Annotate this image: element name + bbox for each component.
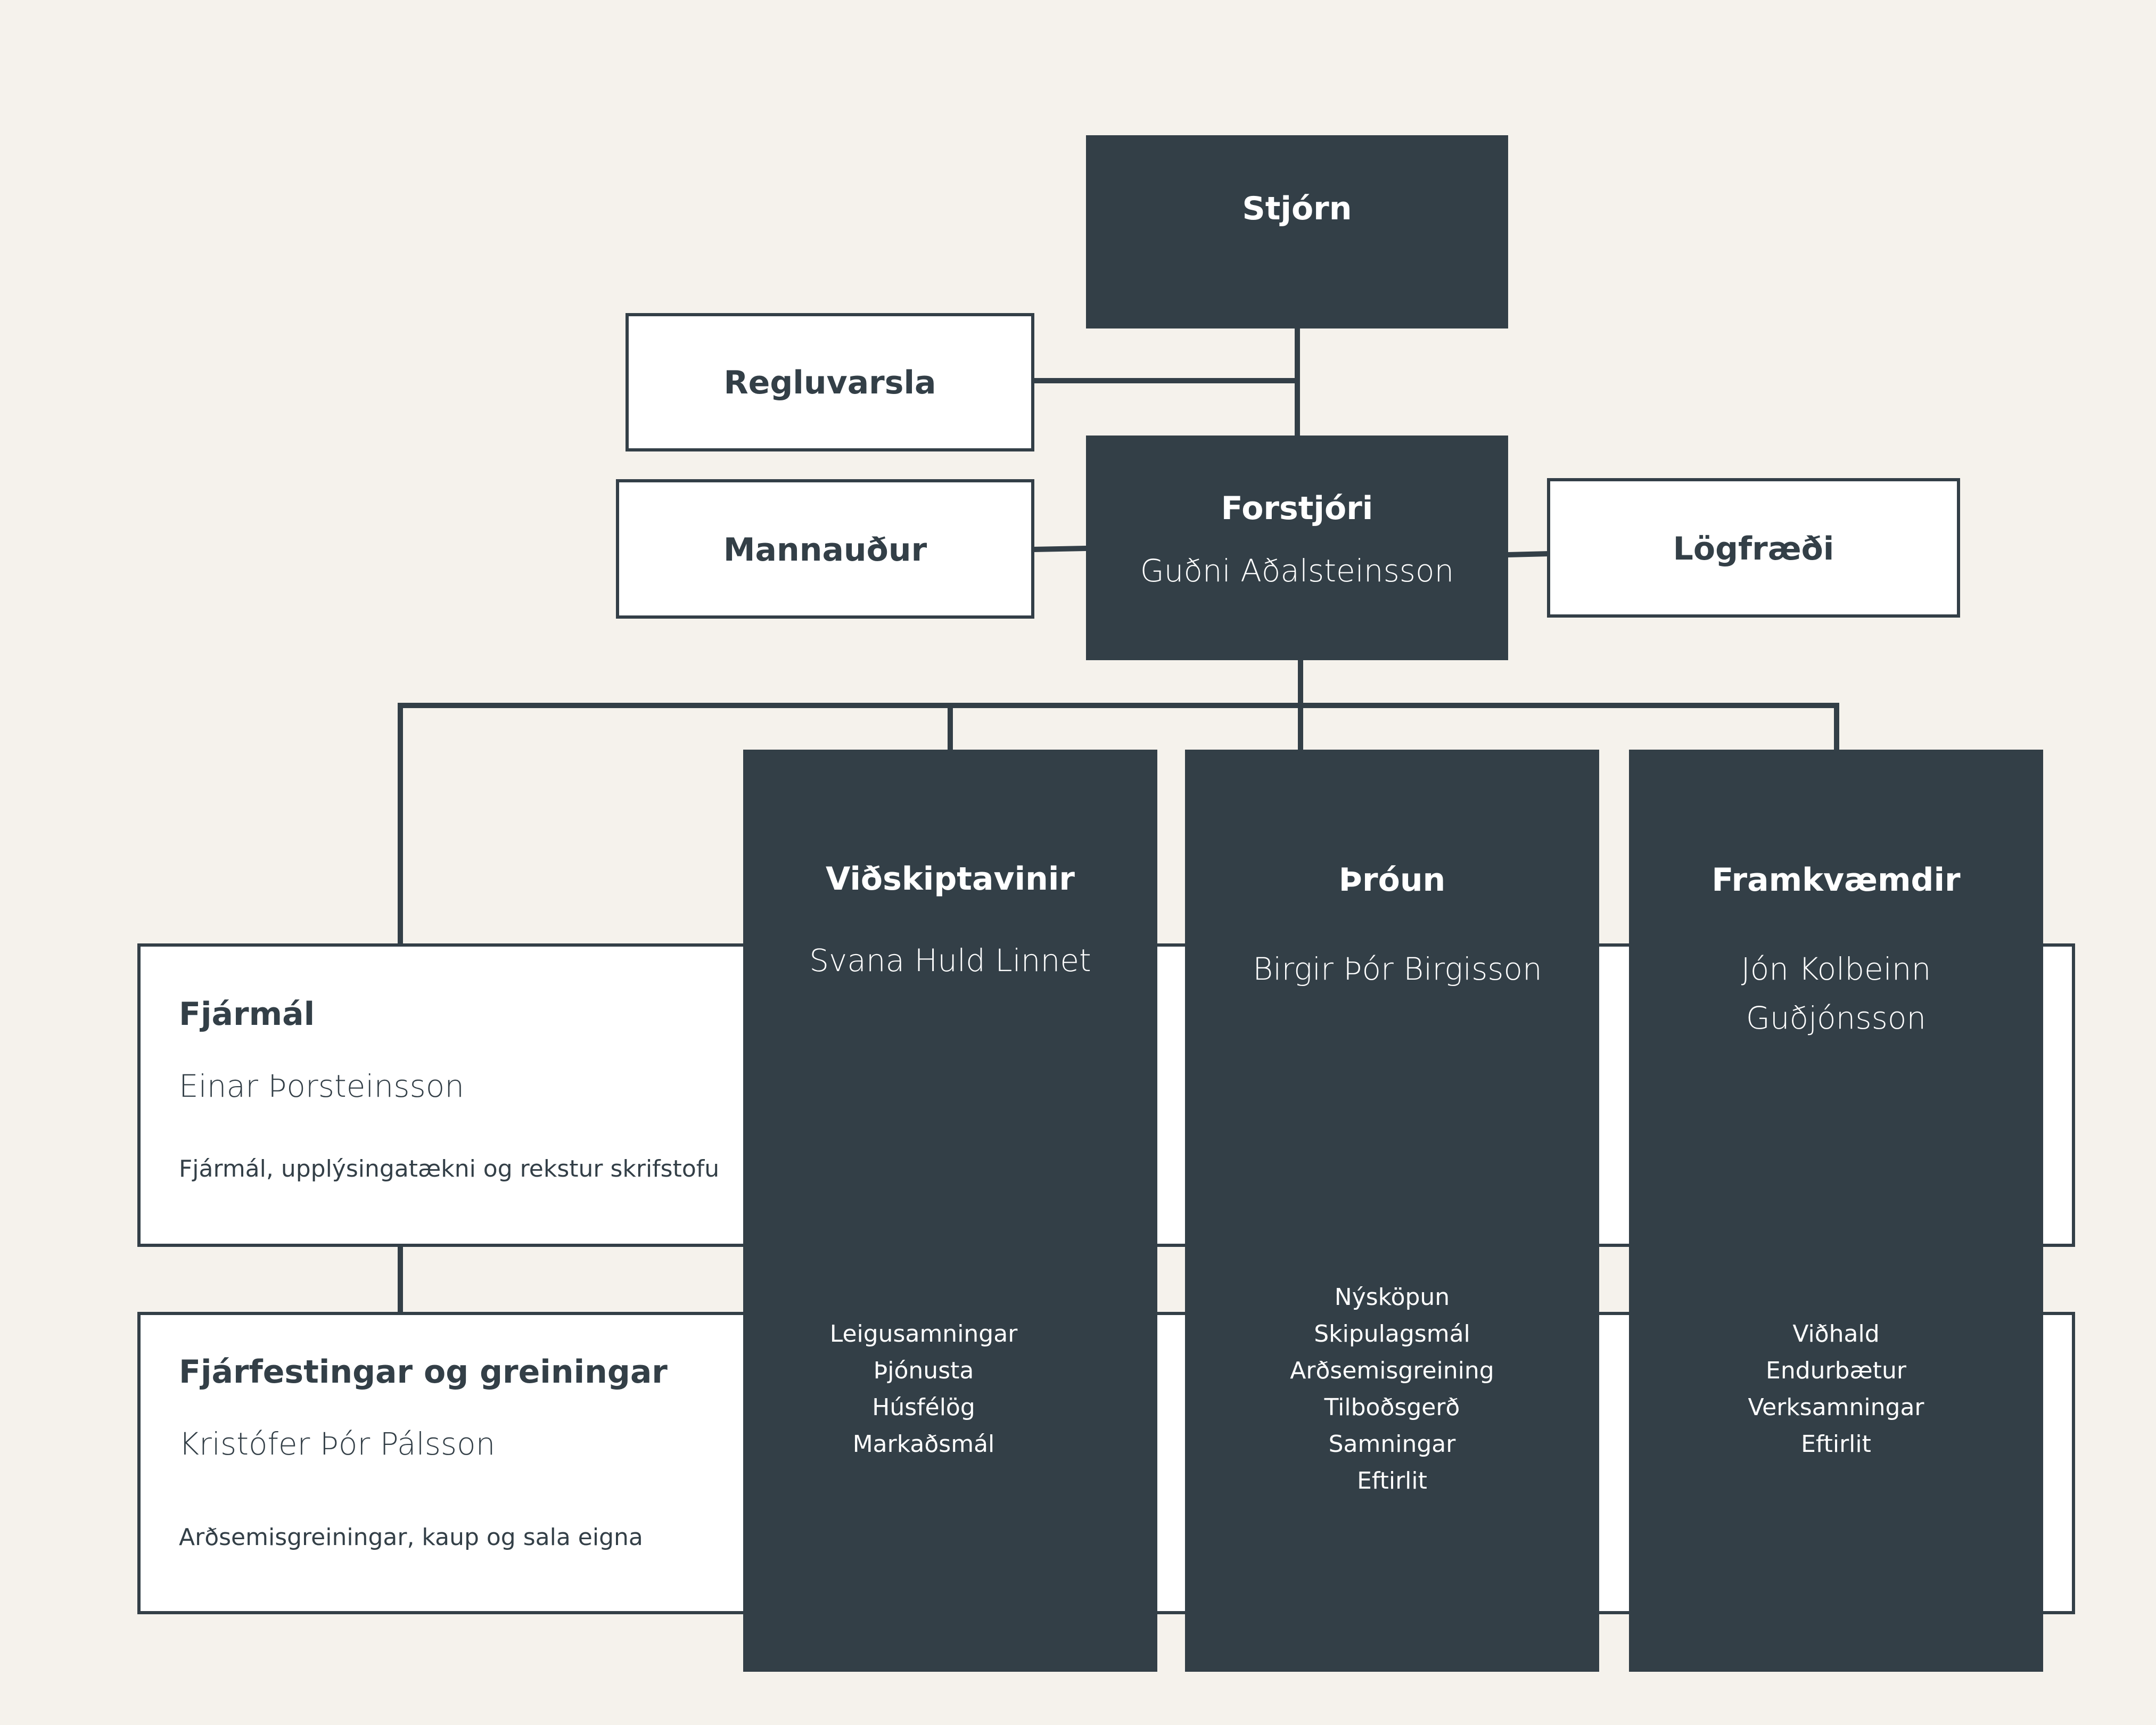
node-forstjori-title: Forstjóri [1221, 490, 1373, 527]
node-throun: Þróun Birgir Þór Birgisson Nýsköpun Skip… [1185, 750, 1599, 1672]
node-vidskiptavinir-items: Leigusamningar Þjónusta Húsfélög Markaðs… [690, 1316, 1157, 1463]
list-item: Endurbætur [1766, 1357, 1906, 1384]
list-item: Viðhald [1792, 1320, 1880, 1348]
node-mannaudur: Mannauður [616, 479, 1034, 619]
node-framkvaemdir-items: Viðhald Endurbætur Verksamningar Eftirli… [1629, 1316, 2043, 1463]
node-regluvarsla: Regluvarsla [626, 313, 1034, 451]
node-vidskiptavinir-title: Viðskiptavinir [825, 860, 1075, 898]
list-item: Skipulagsmál [1314, 1320, 1470, 1348]
node-framkvaemdir: Framkvæmdir Jón Kolbeinn Guðjónsson Viðh… [1629, 750, 2043, 1672]
node-fjarfestingar-description: Arðsemisgreiningar, kaup og sala eigna [179, 1524, 643, 1551]
node-framkvaemdir-title: Framkvæmdir [1711, 861, 1961, 899]
node-forstjori-name: Guðni Aðalsteinsson [1140, 553, 1454, 589]
node-logfraedi: Lögfræði [1547, 478, 1960, 618]
list-item: Leigusamningar [829, 1320, 1018, 1348]
node-stjorn-title: Stjórn [1242, 190, 1352, 227]
node-regluvarsla-title: Regluvarsla [723, 364, 936, 401]
node-forstjori: Forstjóri Guðni Aðalsteinsson [1086, 436, 1508, 660]
node-framkvaemdir-name-line1: Jón Kolbeinn [1741, 951, 1931, 987]
list-item: Markaðsmál [852, 1431, 995, 1458]
node-fjarmal-name: Einar Þorsteinsson [179, 1068, 464, 1104]
node-vidskiptavinir-name: Svana Huld Linnet [809, 942, 1091, 979]
node-throun-title: Þróun [1338, 861, 1446, 899]
list-item: Þjónusta [873, 1357, 974, 1384]
node-fjarfestingar-name: Kristófer Þór Pálsson [179, 1426, 496, 1462]
list-item: Arðsemisgreining [1290, 1357, 1494, 1384]
connector-logfraedi [1504, 551, 1552, 558]
node-framkvaemdir-name-line2: Guðjónsson [1746, 1000, 1927, 1036]
list-item: Nýsköpun [1334, 1284, 1450, 1311]
node-fjarmal-description: Fjármál, upplýsingatækni og rekstur skri… [179, 1155, 720, 1182]
node-stjorn: Stjórn [1086, 135, 1508, 328]
list-item: Eftirlit [1357, 1467, 1427, 1494]
list-item: Húsfélög [872, 1394, 975, 1421]
node-vidskiptavinir: Viðskiptavinir Svana Huld Linnet Leigusa… [743, 750, 1157, 1672]
list-item: Eftirlit [1801, 1431, 1871, 1458]
list-item: Samningar [1328, 1431, 1456, 1458]
node-logfraedi-title: Lögfræði [1673, 530, 1834, 568]
node-mannaudur-title: Mannauður [723, 531, 927, 569]
list-item: Tilboðsgerð [1324, 1394, 1460, 1421]
node-fjarfestingar-title: Fjárfestingar og greiningar [179, 1353, 668, 1391]
node-fjarmal-title: Fjármál [179, 996, 315, 1033]
list-item: Verksamningar [1748, 1394, 1924, 1421]
node-throun-name: Birgir Þór Birgisson [1253, 951, 1542, 987]
node-throun-items: Nýsköpun Skipulagsmál Arðsemisgreining T… [1185, 1279, 1599, 1499]
connector-mannaudur [1030, 545, 1089, 553]
